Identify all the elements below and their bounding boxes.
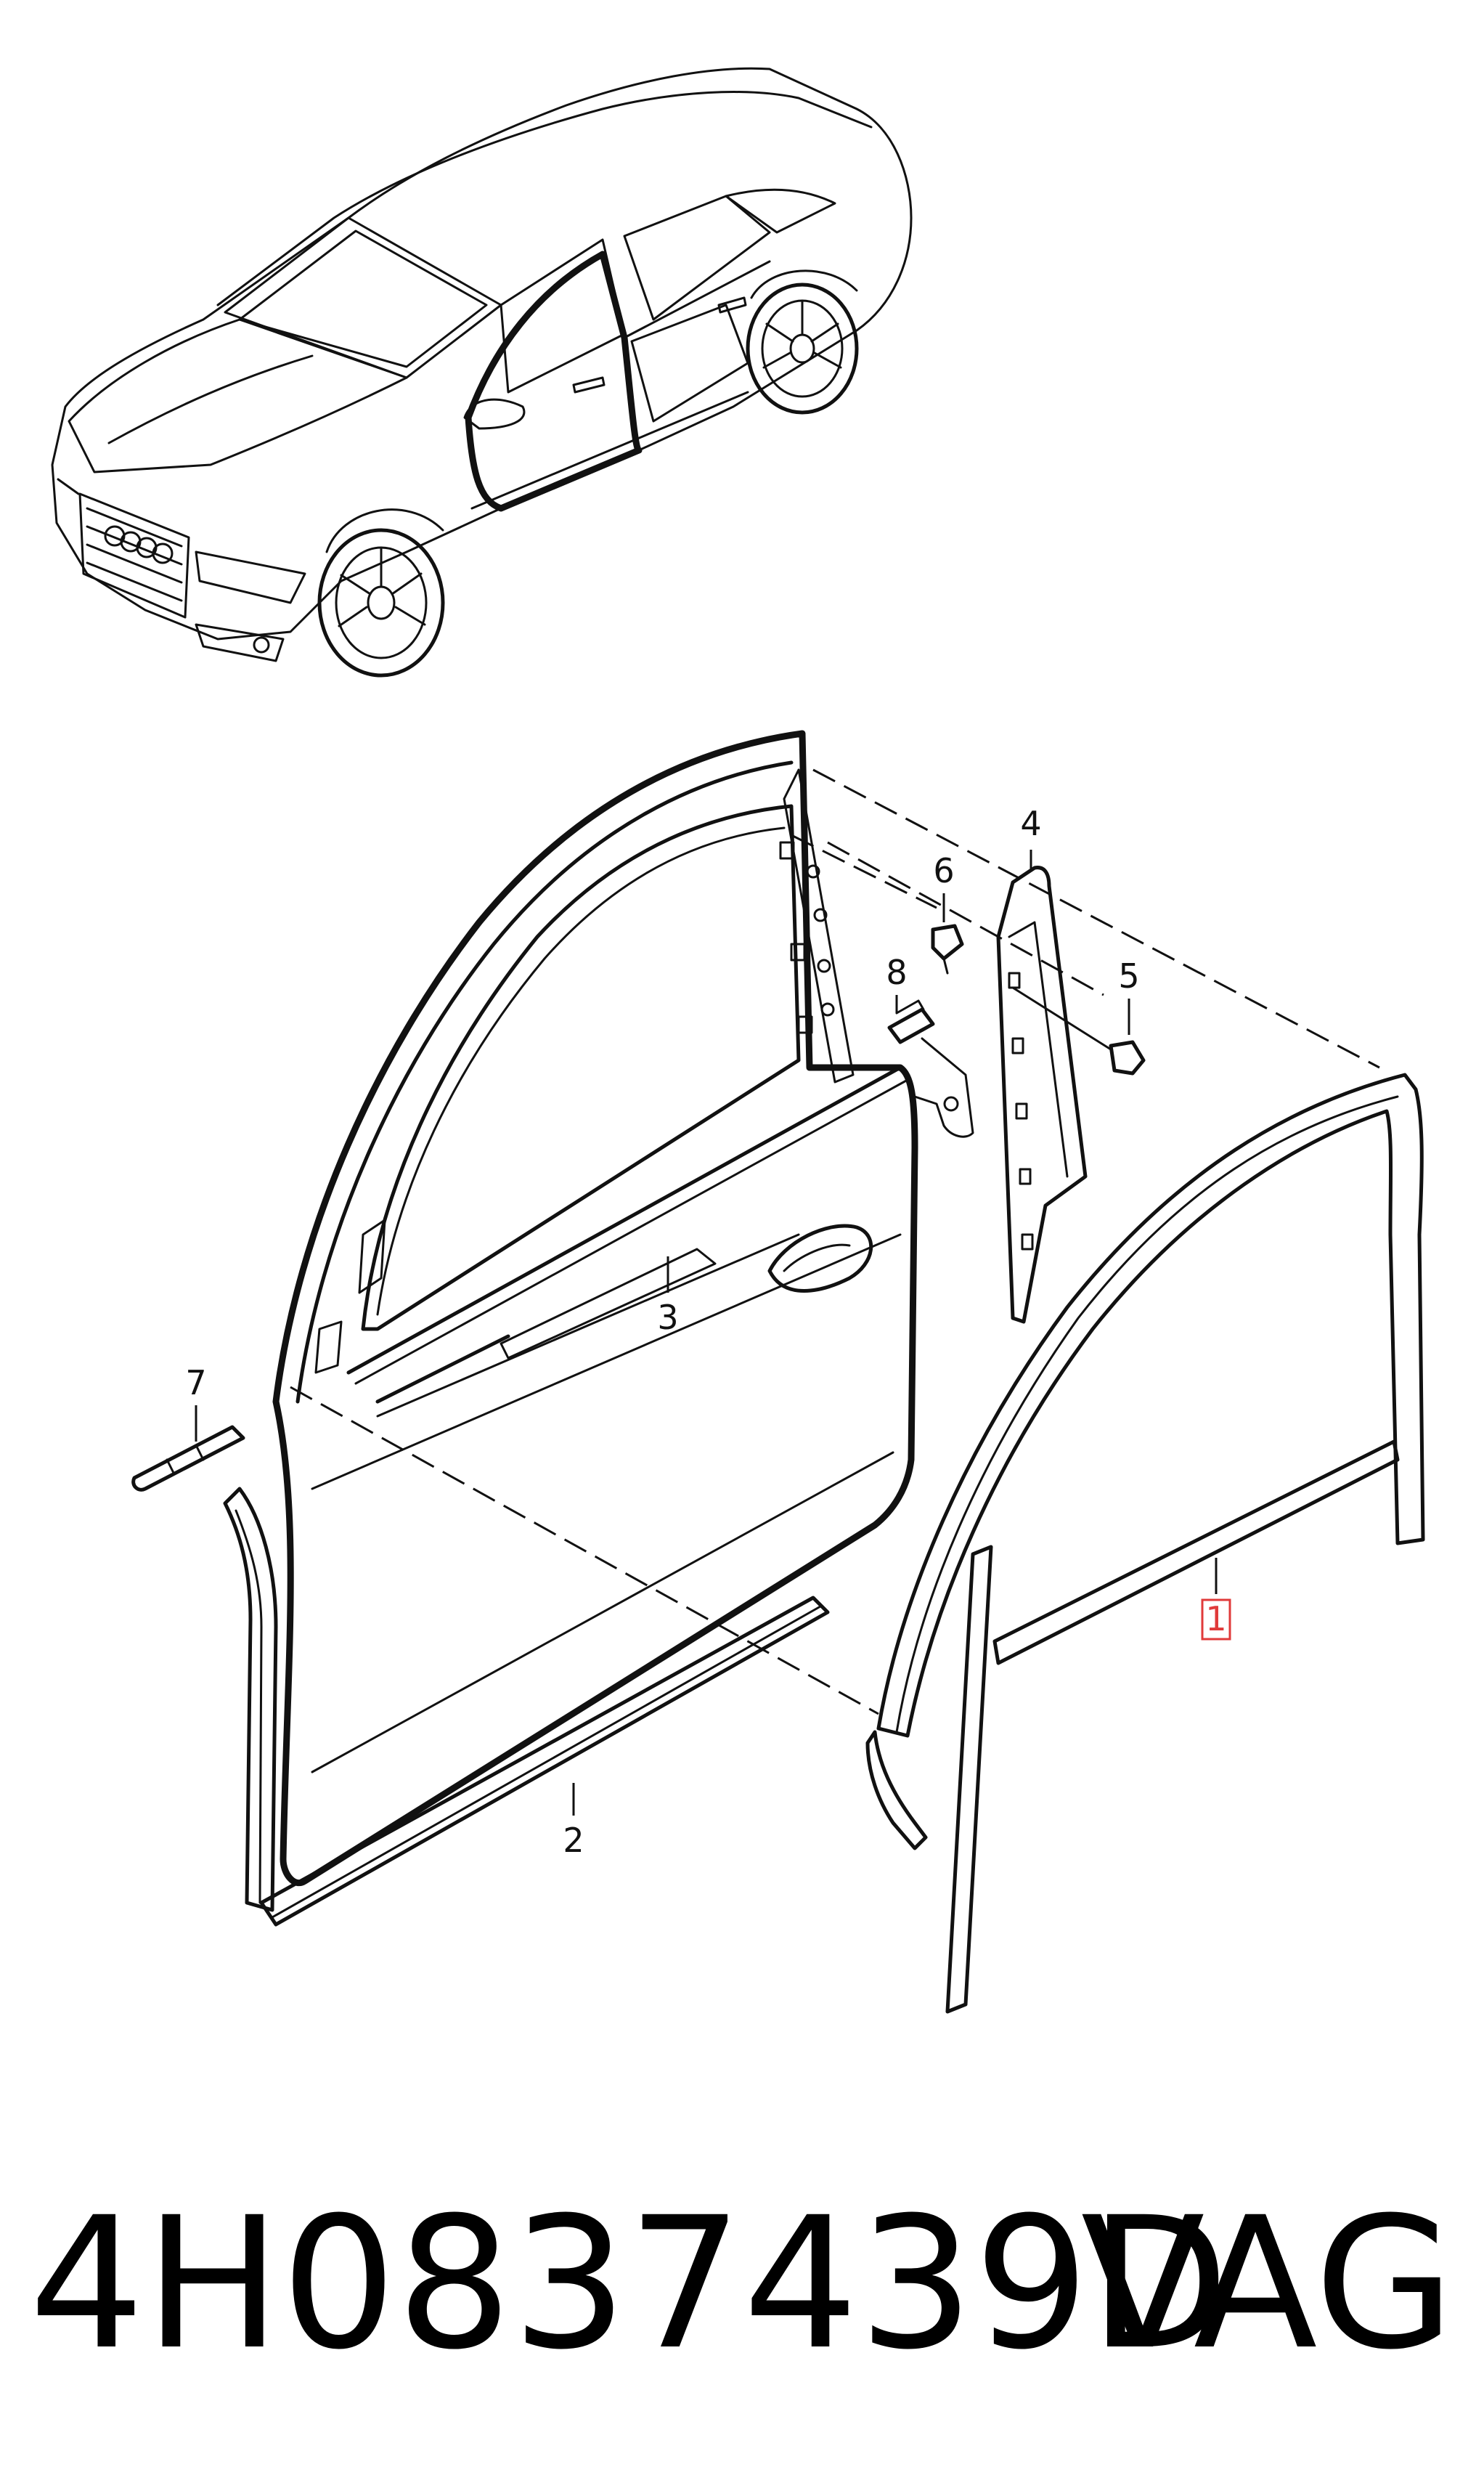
car-illustration-icon (51, 67, 913, 678)
audi-rings-icon (104, 525, 174, 564)
trim-strip-icon (131, 1425, 245, 1492)
pillar-trim-icon (996, 866, 1088, 1324)
callout-7: 7 (185, 1363, 206, 1402)
callout-2: 2 (563, 1821, 584, 1860)
part-number: 4H0837439D (29, 2178, 1229, 2389)
rear-wheel-icon (746, 269, 859, 415)
parts-diagram: 4 6 5 8 3 7 2 1 (51, 67, 1425, 2014)
fastener-clip-icon (931, 924, 964, 975)
callout-8: 8 (886, 953, 907, 992)
assembly-lines (290, 768, 1380, 1715)
footer: 4H0837439D VAG (0, 2128, 1484, 2440)
screw-icon (1011, 986, 1146, 1076)
window-seal-icon (865, 1073, 1425, 2014)
door-seal-icon (223, 1487, 830, 1927)
front-wheel-icon (317, 508, 445, 678)
clip-icon (887, 999, 935, 1044)
door-shell-icon (272, 730, 974, 1886)
callout-3: 3 (657, 1298, 678, 1337)
callout-1-highlight (1201, 1598, 1231, 1641)
callout-6: 6 (933, 851, 954, 890)
callout-4: 4 (1020, 804, 1041, 843)
door-handle-icon (767, 1224, 873, 1293)
callout-1: 1 (1205, 1599, 1226, 1638)
callout-5: 5 (1118, 956, 1139, 996)
brand-name: VAG (1080, 2178, 1455, 2389)
